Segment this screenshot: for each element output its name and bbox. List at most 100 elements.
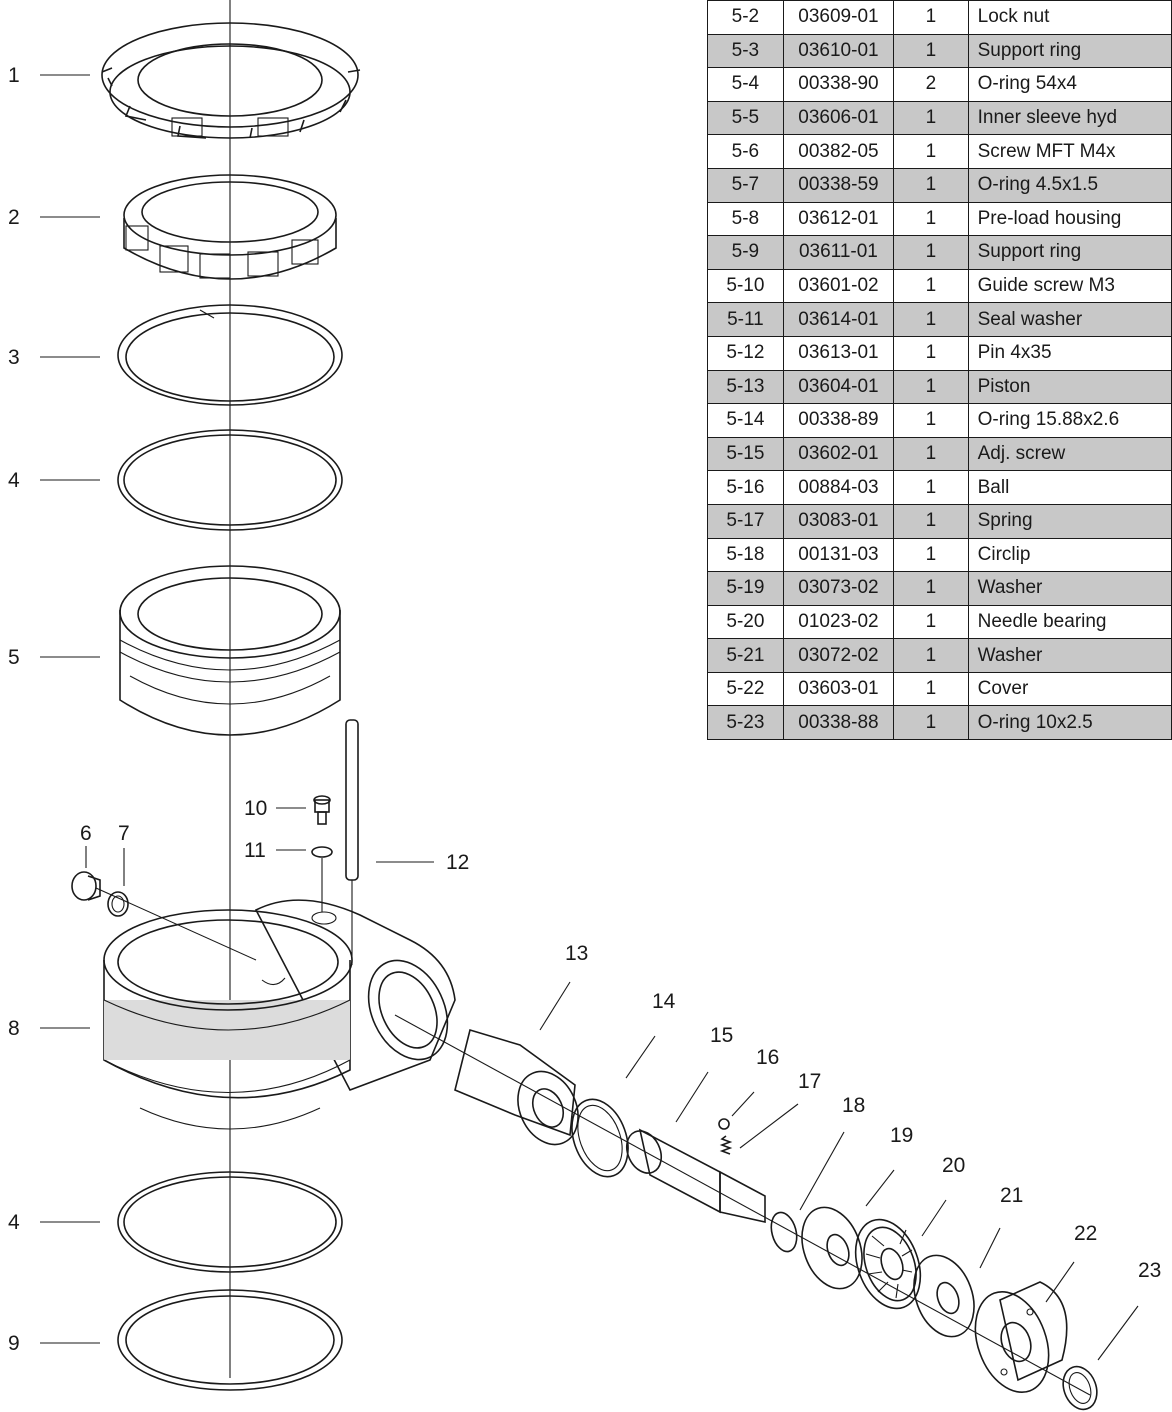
quantity-cell: 1 [893, 100, 969, 136]
position-cell: 5-11 [707, 302, 784, 337]
description-cell: Inner sleeve hyd [967, 100, 1172, 136]
position-cell: 5-8 [707, 201, 784, 237]
quantity-cell: 1 [893, 167, 969, 203]
position-cell: 5-6 [707, 134, 784, 169]
position-cell: 5-12 [707, 335, 784, 371]
description-cell: Ball [967, 470, 1172, 505]
position-cell: 5-22 [707, 671, 784, 707]
description-cell: Cover [967, 671, 1172, 707]
leader-lines [40, 74, 1139, 1361]
description-cell: Piston [967, 369, 1172, 405]
callout-12: 12 [446, 851, 469, 874]
position-cell: 5-13 [707, 369, 784, 405]
callout-21: 21 [1000, 1184, 1023, 1207]
callout-16: 16 [756, 1046, 779, 1069]
quantity-cell: 1 [893, 369, 969, 405]
position-cell: 5-10 [707, 268, 784, 304]
quantity-cell: 1 [893, 335, 969, 371]
part-number-cell: 00884-03 [782, 470, 895, 505]
callout-10: 10 [244, 797, 267, 820]
part-number-cell: 03073-02 [782, 571, 895, 606]
position-cell: 5-2 [707, 0, 784, 35]
position-cell: 5-4 [707, 67, 784, 102]
part-23-o-ring [1062, 1365, 1098, 1411]
quantity-cell: 1 [893, 33, 969, 69]
part-number-cell: 00131-03 [782, 537, 895, 573]
part-number-cell: 03601-02 [782, 268, 895, 304]
callout-20: 20 [942, 1154, 965, 1177]
part-16-ball [718, 1118, 730, 1130]
part-1-lock-nut [101, 22, 361, 139]
part-15-adj-screw [625, 1128, 766, 1223]
description-cell: Circlip [967, 537, 1172, 573]
part-number-cell: 03072-02 [782, 638, 895, 673]
description-cell: Screw MFT M4x [967, 134, 1172, 169]
callout-4-lower: 4 [8, 1211, 20, 1234]
quantity-cell: 1 [893, 604, 969, 640]
description-cell: Pin 4x35 [967, 335, 1172, 371]
quantity-cell: 1 [893, 571, 969, 606]
part-number-cell: 03609-01 [782, 0, 895, 35]
description-cell: Adj. screw [967, 436, 1172, 472]
part-number-cell: 03610-01 [782, 33, 895, 69]
callout-18: 18 [842, 1094, 865, 1117]
part-21-washer [913, 1254, 975, 1338]
callout-5: 5 [8, 646, 20, 669]
part-number-cell: 03603-01 [782, 671, 895, 707]
part-number-cell: 00382-05 [782, 134, 895, 169]
quantity-cell: 1 [893, 403, 969, 438]
part-4-o-ring-lower [117, 1171, 343, 1273]
quantity-cell: 1 [893, 503, 969, 539]
position-cell: 5-15 [707, 436, 784, 472]
description-cell: Washer [967, 571, 1172, 606]
part-number-cell: 03604-01 [782, 369, 895, 405]
part-2-support-ring [123, 174, 337, 280]
description-cell: Guide screw M3 [967, 268, 1172, 304]
position-cell: 5-19 [707, 571, 784, 606]
callout-8: 8 [8, 1017, 20, 1040]
description-cell: Seal washer [967, 302, 1172, 337]
description-cell: Support ring [967, 33, 1172, 69]
description-cell: Support ring [967, 235, 1172, 270]
callout-9: 9 [8, 1332, 20, 1355]
part-number-cell: 03611-01 [782, 235, 895, 270]
callout-14: 14 [652, 990, 676, 1013]
quantity-cell: 1 [893, 470, 969, 505]
part-number-cell: 00338-90 [782, 67, 895, 102]
description-cell: O-ring 54x4 [967, 67, 1172, 102]
part-6-screw [71, 871, 101, 901]
callout-1: 1 [8, 64, 20, 87]
position-cell: 5-18 [707, 537, 784, 573]
quantity-cell: 1 [893, 201, 969, 237]
callout-17: 17 [798, 1070, 821, 1093]
part-20-needle-bearing [854, 1218, 922, 1310]
position-cell: 5-23 [707, 705, 784, 741]
part-14-o-ring [571, 1098, 629, 1178]
part-5-inner-sleeve [119, 565, 341, 736]
position-cell: 5-17 [707, 503, 784, 539]
quantity-cell: 1 [893, 0, 969, 35]
callout-7: 7 [118, 822, 130, 845]
part-3-ring [117, 304, 343, 406]
part-10-guide-screw [313, 795, 331, 825]
description-cell: Needle bearing [967, 604, 1172, 640]
part-number-cell: 03612-01 [782, 201, 895, 237]
description-cell: Pre-load housing [967, 201, 1172, 237]
quantity-cell: 1 [893, 134, 969, 169]
